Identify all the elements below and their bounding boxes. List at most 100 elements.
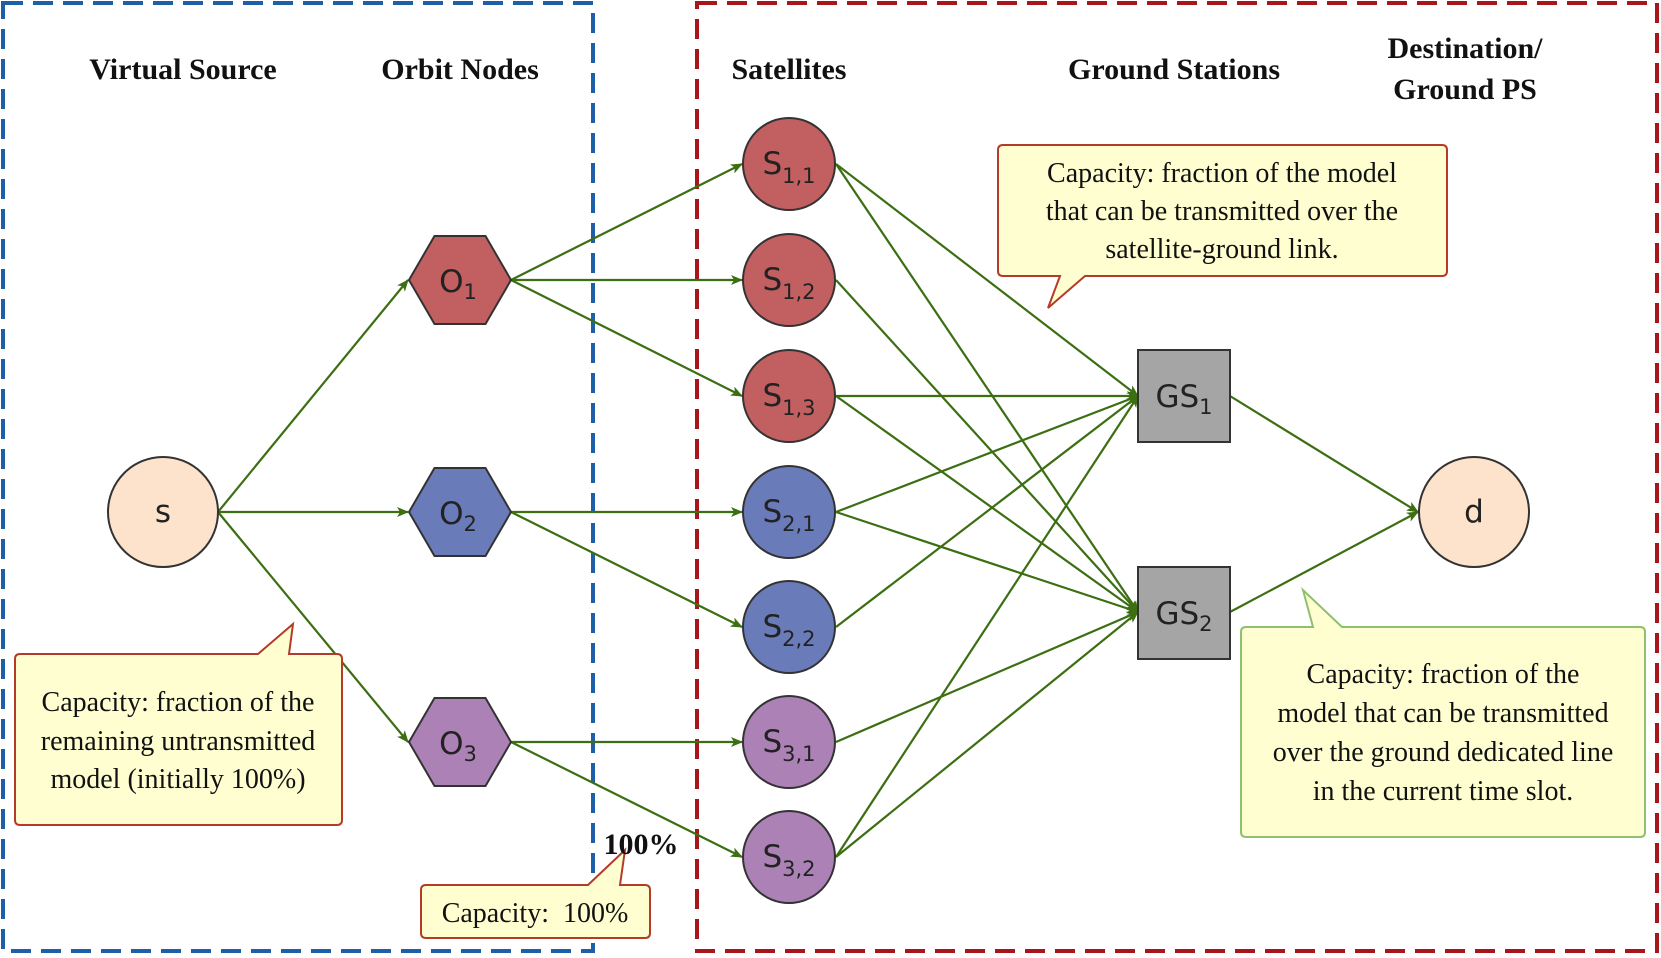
callout-source-capacity: Capacity: fraction of the remaining untr… (14, 621, 343, 826)
callout-satellite-ground-line-2: that can be transmitted over the (1046, 196, 1398, 227)
orbit-node-1-shape (407, 235, 513, 325)
header-satellites: Satellites (732, 53, 847, 86)
satellite-node-3-2-shape (742, 810, 836, 904)
destination-node-shape (1418, 456, 1530, 568)
ground-station-2-shape (1137, 566, 1231, 660)
callout-ground-line-line-1: Capacity: fraction of the (1307, 659, 1580, 690)
orbit-node-3-shape (407, 697, 513, 787)
header-virtual-source: Virtual Source (89, 53, 277, 86)
orbit-node-1: O1 (407, 235, 513, 325)
satellite-node-1-2: S1,2 (742, 233, 836, 327)
ground-station-2-sub: 2 (1199, 612, 1212, 636)
orbit-node-1-label: O1 (439, 264, 477, 304)
callout-ground-line-line-3: over the ground dedicated line (1273, 737, 1614, 768)
ground-station-2: GS2 (1137, 566, 1231, 660)
source-node: s (107, 456, 219, 568)
edge-s21-gs1 (835, 394, 1139, 514)
ground-station-2-label: GS2 (1155, 596, 1212, 636)
orbit-node-3-base: O (439, 726, 463, 762)
edge-s11-gs2 (835, 163, 1139, 613)
satellite-node-1-1-base: S (762, 146, 782, 182)
satellite-node-3-1-label: S3,1 (762, 724, 815, 766)
satellite-node-3-2-sub: 3,2 (782, 857, 815, 881)
header-destination-line2: Ground PS (1393, 73, 1537, 106)
orbit-node-3: O3 (407, 697, 513, 787)
orbit-node-2: O2 (407, 467, 513, 557)
satellite-node-1-2-sub: 1,2 (782, 280, 815, 304)
edge-s32-gs2 (835, 611, 1139, 858)
satellite-node-3-2-base: S (762, 839, 782, 875)
satellite-node-1-2-label: S1,2 (762, 262, 815, 304)
destination-node-label: d (1464, 494, 1484, 530)
callout-satellite-ground-capacity: Capacity: fraction of the model that can… (997, 144, 1448, 309)
edge-s31-gs2 (835, 610, 1139, 744)
edge-s12-gs2 (835, 279, 1139, 613)
callout-satellite-ground-line-1: Capacity: fraction of the model (1047, 158, 1397, 189)
edge-gs1-d (1229, 395, 1419, 513)
orbit-node-1-base: O (439, 264, 463, 300)
left-region-border (1, 1, 595, 953)
destination-node: d (1418, 456, 1530, 568)
callout-orbit-line-1: Capacity: 100% (442, 898, 629, 929)
satellite-node-3-1: S3,1 (742, 695, 836, 789)
edges (217, 163, 1419, 858)
orbit-node-2-sub: 2 (464, 512, 477, 536)
satellite-node-1-1: S1,1 (742, 117, 836, 211)
satellite-node-1-2-base: S (762, 262, 782, 298)
header-orbit-nodes: Orbit Nodes (381, 53, 539, 86)
source-node-shape (107, 456, 219, 568)
satellite-node-2-2-label: S2,2 (762, 609, 815, 651)
satellite-node-2-1-sub: 2,1 (782, 512, 815, 536)
satellite-node-2-2-shape (742, 580, 836, 674)
satellite-node-1-1-label: S1,1 (762, 146, 815, 188)
satellite-node-3-1-sub: 3,1 (782, 742, 815, 766)
satellite-node-1-3: S1,3 (742, 349, 836, 443)
callout-orbit-shape (420, 847, 651, 939)
satellite-node-1-1-shape (742, 117, 836, 211)
percent-label: 100% (604, 828, 679, 861)
ground-station-2-base: GS (1155, 596, 1199, 632)
callout-ground-line-shape (1240, 586, 1646, 838)
callout-source-line-2: remaining untransmitted (41, 726, 316, 757)
edge-s-o1 (217, 279, 409, 513)
satellite-node-2-2: S2,2 (742, 580, 836, 674)
edge-s21-gs2 (835, 510, 1139, 614)
orbit-node-1-sub: 1 (464, 280, 477, 304)
satellite-node-1-1-sub: 1,1 (782, 164, 815, 188)
edge-o3-s32 (510, 741, 743, 858)
callout-satellite-ground-line-3: satellite-ground link. (1105, 234, 1338, 265)
edge-o2-s22 (510, 511, 743, 628)
satellite-node-2-2-sub: 2,2 (782, 627, 815, 651)
satellite-node-1-3-shape (742, 349, 836, 443)
right-region-border (695, 1, 1659, 953)
ground-station-1-label: GS1 (1155, 379, 1212, 419)
callout-source-line-1: Capacity: fraction of the (42, 687, 315, 718)
ground-station-1: GS1 (1137, 349, 1231, 443)
callout-ground-line-capacity: Capacity: fraction of the model that can… (1240, 586, 1646, 838)
satellite-node-2-1-label: S2,1 (762, 494, 815, 536)
satellite-node-2-1-shape (742, 465, 836, 559)
orbit-node-2-shape (407, 467, 513, 557)
edge-gs2-d (1229, 511, 1419, 613)
satellite-node-1-3-base: S (762, 378, 782, 414)
edge-s-o3 (217, 511, 409, 743)
ground-station-1-base: GS (1155, 379, 1199, 415)
satellite-node-1-3-label: S1,3 (762, 378, 815, 420)
edge-s13-gs2 (835, 395, 1139, 613)
satellite-node-3-1-base: S (762, 724, 782, 760)
satellite-node-1-2-shape (742, 233, 836, 327)
satellite-node-2-1: S2,1 (742, 465, 836, 559)
callout-source-line-3: model (initially 100%) (50, 764, 305, 795)
edge-o1-s13 (510, 279, 743, 397)
header-ground-stations: Ground Stations (1068, 53, 1280, 86)
callout-orbit-capacity: Capacity: 100% (420, 847, 651, 939)
orbit-node-2-label: O2 (439, 496, 477, 536)
ground-station-1-shape (1137, 349, 1231, 443)
satellite-node-3-2: S3,2 (742, 810, 836, 904)
satellite-node-1-3-sub: 1,3 (782, 396, 815, 420)
orbit-node-3-label: O3 (439, 726, 477, 766)
header-destination-line1: Destination/ (1387, 32, 1543, 65)
edge-o1-s11 (510, 163, 743, 281)
